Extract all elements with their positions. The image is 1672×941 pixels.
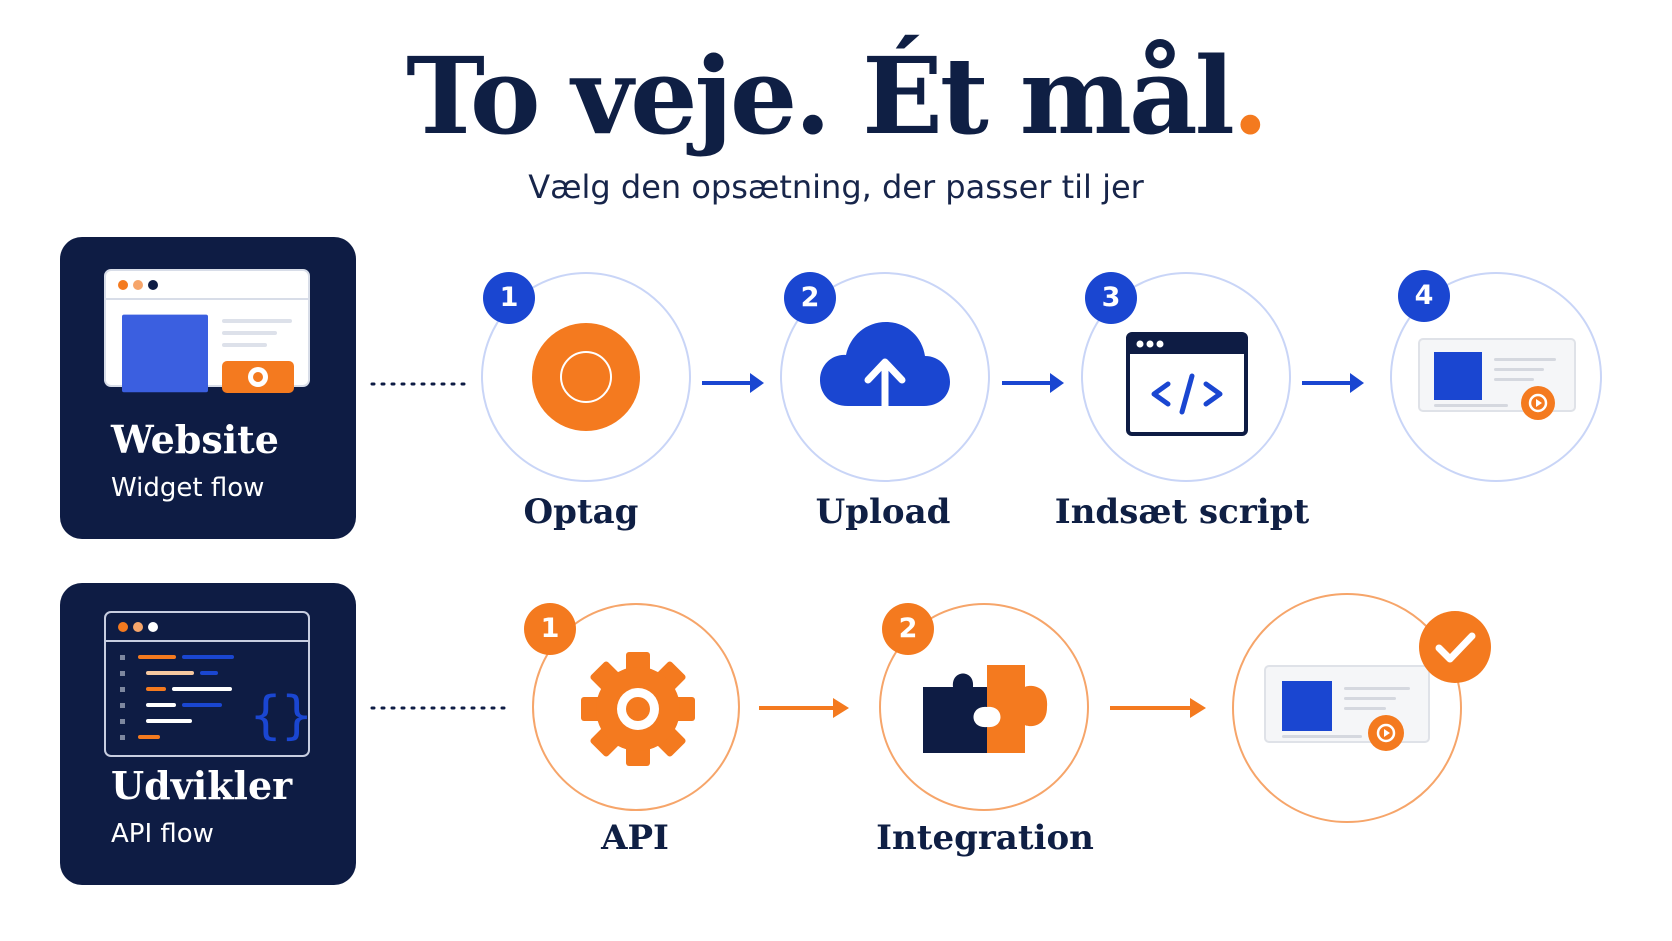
step-number-badge: 2 bbox=[784, 272, 836, 324]
step-number-badge: 1 bbox=[483, 272, 535, 324]
title-dot: . bbox=[1231, 33, 1269, 158]
dotted-connector bbox=[370, 706, 510, 710]
step-number-badge: 3 bbox=[1085, 272, 1137, 324]
record-icon bbox=[532, 323, 640, 431]
code-editor-icon: {} bbox=[104, 611, 313, 757]
arrow-right-icon bbox=[759, 698, 849, 718]
developer-subtitle: API flow bbox=[111, 819, 214, 849]
website-subtitle: Widget flow bbox=[111, 473, 265, 503]
arrow-right-icon bbox=[1002, 373, 1064, 393]
arrow-right-icon bbox=[1110, 698, 1206, 718]
developer-path-card: {} Udvikler API flow bbox=[60, 583, 356, 885]
dotted-connector bbox=[370, 382, 470, 386]
step-number-badge: 2 bbox=[882, 603, 934, 655]
step-insert-script bbox=[1081, 272, 1291, 482]
gear-icon bbox=[581, 652, 695, 766]
step-label-insert-script: Indsæt script bbox=[1054, 492, 1310, 532]
page-title: To veje. Ét mål. bbox=[0, 37, 1672, 155]
arrow-right-icon bbox=[702, 373, 764, 393]
step-label-upload: Upload bbox=[815, 492, 951, 532]
browser-widget-icon bbox=[104, 269, 310, 393]
checkmark-icon bbox=[1419, 611, 1491, 683]
website-title: Website bbox=[111, 417, 279, 462]
website-path-card: Website Widget flow bbox=[60, 237, 356, 539]
embedded-video-page-icon bbox=[1264, 665, 1430, 751]
page-subtitle: Vælg den opsætning, der passer til jer bbox=[528, 168, 1144, 206]
developer-title: Udvikler bbox=[111, 763, 293, 808]
svg-text:{}: {} bbox=[250, 686, 313, 746]
title-text: To veje. Ét mål bbox=[406, 33, 1235, 158]
embedded-video-page-icon bbox=[1418, 338, 1576, 420]
arrow-right-icon bbox=[1302, 373, 1364, 393]
puzzle-icon bbox=[923, 665, 1048, 753]
code-window-icon bbox=[1126, 332, 1248, 436]
step-label-integration: Integration bbox=[876, 818, 1094, 858]
cloud-upload-icon bbox=[820, 322, 950, 410]
step-number-badge: 1 bbox=[524, 603, 576, 655]
step-record bbox=[481, 272, 691, 482]
step-number-badge: 4 bbox=[1398, 270, 1450, 322]
step-label-api: API bbox=[601, 818, 669, 858]
step-integration bbox=[879, 603, 1089, 811]
step-label-record: Optag bbox=[523, 492, 639, 532]
